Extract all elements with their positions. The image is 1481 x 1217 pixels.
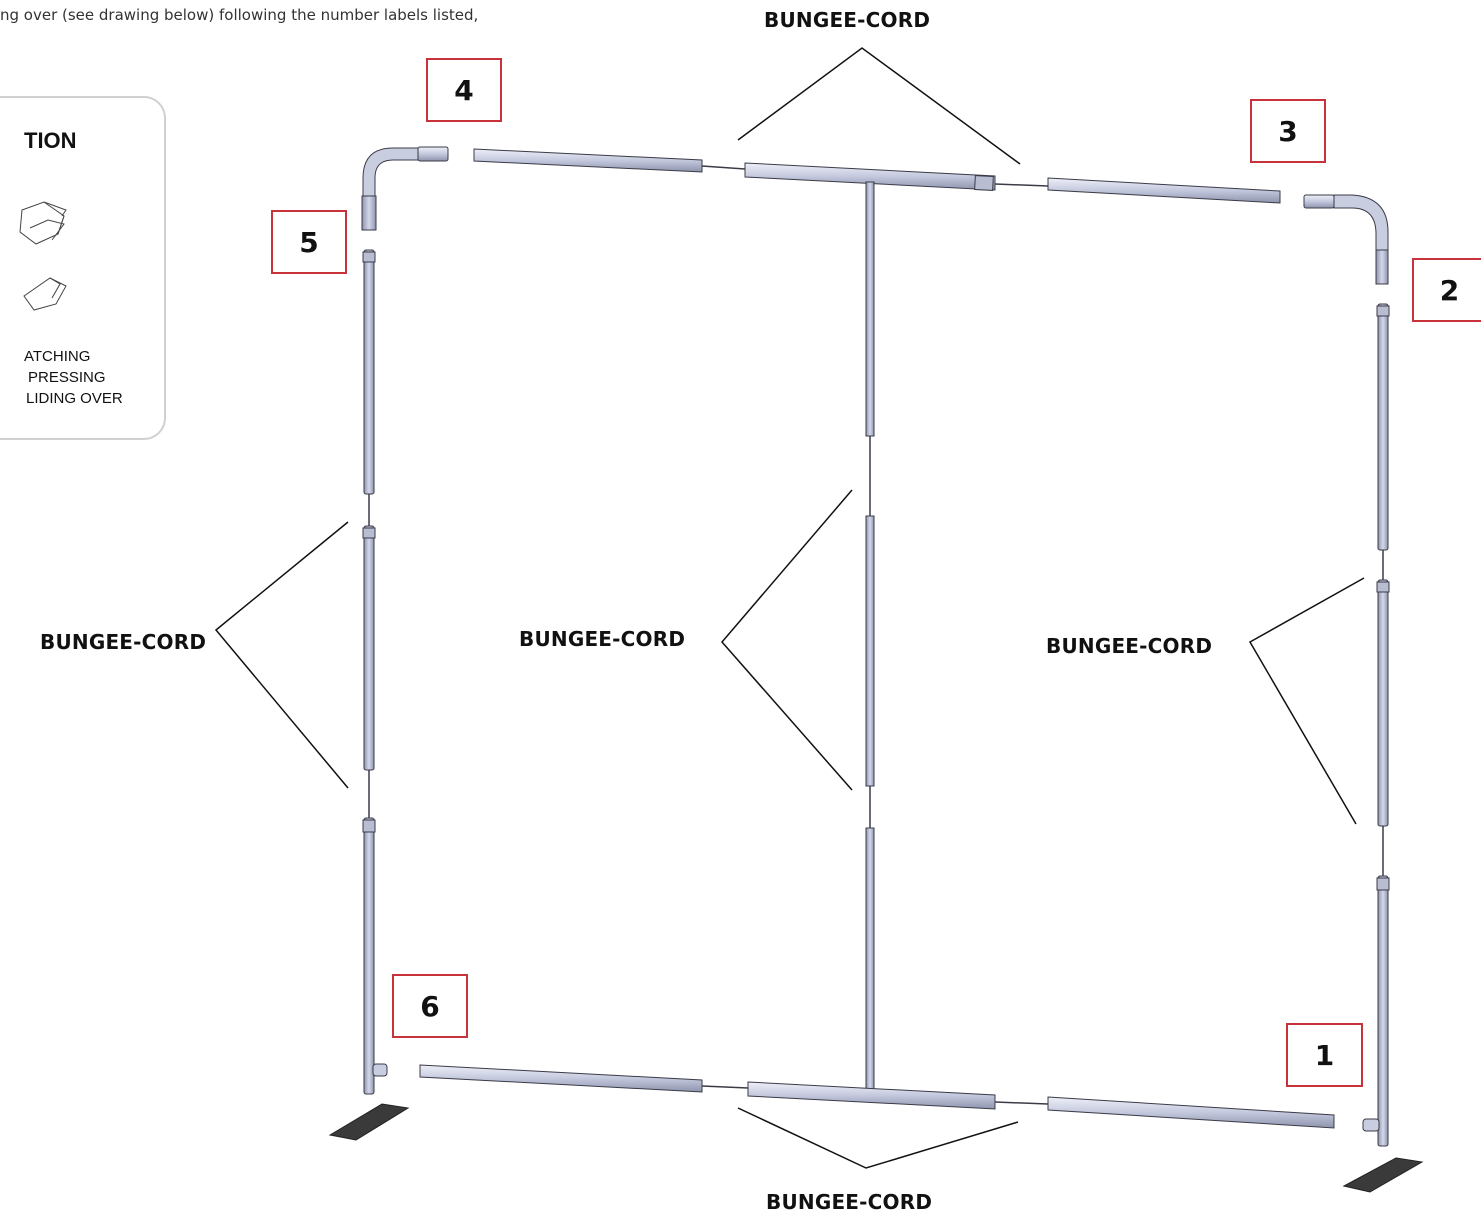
cord-label-right: BUNGEE-CORD	[1046, 634, 1213, 658]
number-label-6: 6	[392, 974, 468, 1038]
inset-line-3: LIDING OVER	[26, 390, 123, 407]
bottom-bar	[419, 1064, 1335, 1129]
top-bar	[473, 148, 1281, 204]
callout-lines	[214, 47, 1365, 1169]
sleeve-illustration	[19, 201, 67, 311]
corner-elbow-top-right	[1303, 194, 1389, 285]
foot-left	[328, 1103, 410, 1141]
cord-label-bottom: BUNGEE-CORD	[766, 1190, 933, 1214]
number-label-3: 3	[1250, 99, 1326, 163]
inset-line-2: PRESSING	[28, 369, 106, 386]
number-label-1: 1	[1286, 1023, 1363, 1087]
number-label-5: 5	[271, 210, 347, 274]
corner-elbow-top-left	[361, 146, 449, 231]
cord-label-center: BUNGEE-CORD	[519, 627, 686, 651]
instruction-inset: TION ATCHING PRESSING LIDING OVER	[0, 96, 166, 440]
inset-title: TION	[24, 128, 77, 153]
intro-text: ng over (see drawing below) following th…	[0, 6, 479, 24]
left-pole	[362, 249, 388, 1095]
inset-line-1: ATCHING	[24, 348, 91, 365]
number-label-4: 4	[426, 58, 502, 122]
right-pole	[1362, 303, 1390, 1147]
foot-right	[1342, 1157, 1424, 1193]
center-pole	[865, 181, 875, 1091]
cord-label-left: BUNGEE-CORD	[40, 630, 207, 654]
number-label-2: 2	[1412, 258, 1481, 322]
cord-label-top: BUNGEE-CORD	[764, 8, 931, 32]
